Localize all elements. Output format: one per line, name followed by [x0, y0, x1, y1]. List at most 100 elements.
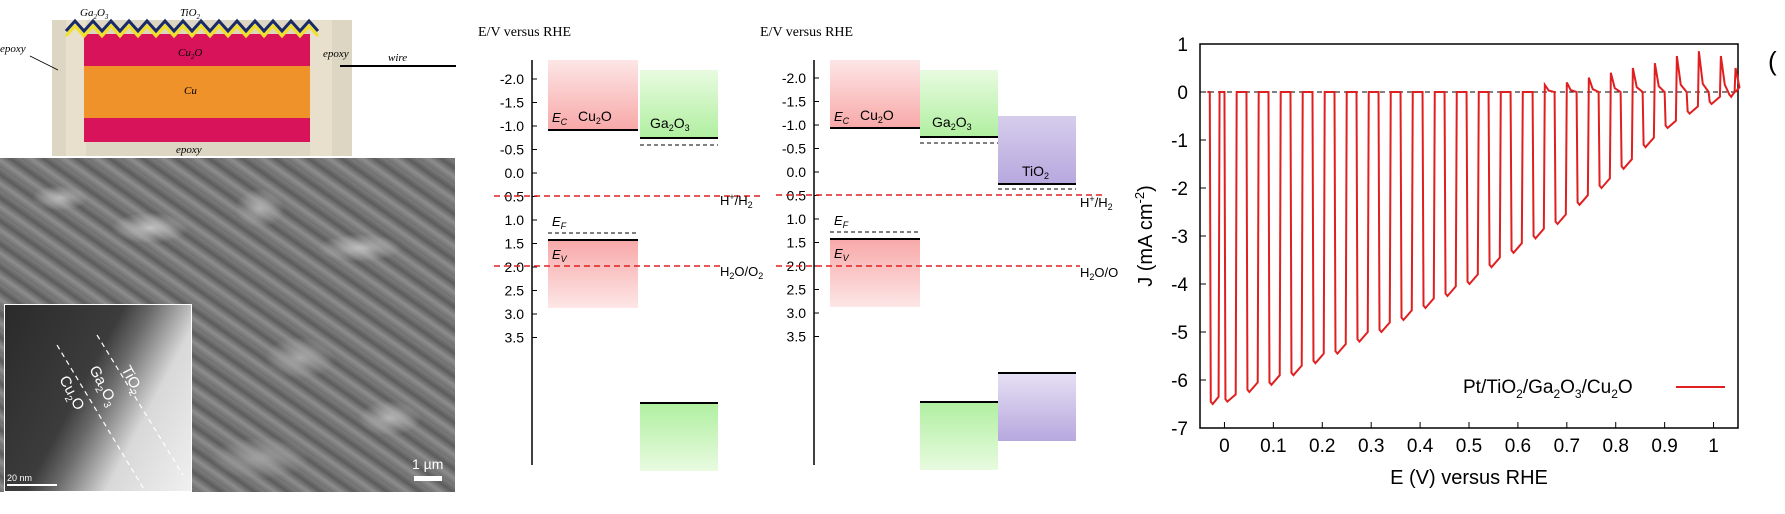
- y-tick-label: -2: [1171, 179, 1188, 200]
- y-tick-label: -3: [1171, 227, 1188, 248]
- tio2-label: TiO2: [1022, 163, 1049, 181]
- tick-label: 3.5: [787, 329, 807, 345]
- ga2o3-vb-box: [640, 403, 718, 471]
- tick-labels: -2.0-1.5-1.0-0.50.00.51.01.52.02.53.03.5: [782, 70, 819, 345]
- cu2o-label: Cu2O: [178, 47, 202, 61]
- x-tick-label: 0.9: [1651, 436, 1677, 457]
- ga2o3-cb-box: [640, 70, 718, 138]
- ev-label: EV: [834, 246, 850, 263]
- epoxy-right-label: epoxy: [323, 48, 349, 60]
- y-tick-label: -4: [1171, 275, 1188, 296]
- ef-label: EF: [834, 213, 849, 230]
- tem-scale-label: 20 nm: [7, 473, 32, 483]
- ga2o3-label: Ga2O3: [650, 115, 690, 133]
- sem-scale-label: 1 µm: [412, 456, 443, 472]
- cu2o-label: Cu2O: [860, 107, 894, 125]
- epoxy-pointer: [29, 55, 59, 71]
- tem-interface-2: [96, 334, 184, 476]
- y-tick-label: -7: [1171, 419, 1188, 440]
- tem-ga2o3-label: Ga2O3: [83, 363, 121, 411]
- cu-layer: [84, 66, 310, 118]
- axis-title: E/V versus RHE: [478, 25, 571, 40]
- tick-label: 1.0: [787, 211, 807, 227]
- tick-label: -1.0: [782, 117, 806, 133]
- tio2-zigzag: [64, 18, 320, 34]
- x-tick-label: 1: [1708, 436, 1719, 457]
- tick-label: 2.0: [505, 259, 525, 275]
- sem-scale: 1 µm: [412, 456, 443, 481]
- tick-label: -1.0: [500, 118, 524, 134]
- epoxy-left-label: epoxy: [0, 43, 26, 55]
- legend-label: Pt/TiO2/Ga2O3/Cu2O: [1463, 377, 1633, 401]
- x-tick-label: 0: [1219, 436, 1230, 457]
- tem-inset: TiO2 Ga2O3 Cu2O 20 nm: [4, 304, 192, 492]
- tem-interface-1: [56, 344, 146, 491]
- tio2-label: TiO2: [180, 7, 201, 21]
- y-tick-label: -6: [1171, 371, 1188, 392]
- x-axis-label: E (V) versus RHE: [1390, 467, 1548, 489]
- ev-label: EV: [552, 247, 568, 264]
- ga2o3-vb-box: [920, 402, 998, 470]
- y-tick-label: 0: [1177, 83, 1188, 104]
- tick-label: 3.5: [505, 330, 525, 346]
- o-redox-label: H2O/O2: [720, 264, 763, 281]
- tick-label: 0.0: [505, 165, 525, 181]
- tick-label: 2.5: [787, 282, 807, 298]
- electrode-schematic: Ga2O3 TiO2 Cu2O Cu epoxy epoxy epoxy wir…: [0, 7, 456, 156]
- h-redox-label: H+/H2: [720, 192, 753, 210]
- cu2o-bottom-layer: [84, 118, 310, 142]
- epoxy-right-edge: [310, 20, 332, 156]
- tick-label: 2.5: [505, 283, 525, 299]
- tem-annotations: TiO2 Ga2O3 Cu2O 20 nm: [7, 334, 184, 491]
- cu2o-top-layer: [84, 34, 310, 66]
- panel-letter-partial: (: [1768, 46, 1777, 76]
- y-tick-labels: 10-1-2-3-4-5-6-7: [1171, 35, 1206, 440]
- tem-tio2-label: TiO2: [115, 363, 147, 399]
- tick-label: -0.5: [782, 141, 806, 157]
- ef-label: EF: [552, 214, 567, 231]
- epoxy-bottom-label: epoxy: [176, 144, 202, 156]
- tick-label: 3.0: [505, 306, 525, 322]
- x-tick-label: 0.4: [1407, 436, 1434, 457]
- cu2o-cb-box: [830, 60, 920, 128]
- band-diagram-2: E/V versus RHE -2.0-1.5-1.0-0.50.00.51.0…: [760, 25, 1118, 470]
- tick-label: 1.5: [787, 235, 807, 251]
- y-tick-label: -5: [1171, 323, 1188, 344]
- x-tick-label: 0.6: [1505, 436, 1531, 457]
- y-axis-label: J (mA cm-2): [1132, 185, 1157, 287]
- x-tick-label: 0.1: [1260, 436, 1286, 457]
- series-line-pt-tio2-ga2o3-cu2o: [1207, 51, 1741, 406]
- tick-label: 1.5: [505, 236, 525, 252]
- ga2o3-label: Ga2O3: [932, 114, 972, 132]
- tick-label: -1.5: [500, 95, 524, 111]
- tick-labels: -2.0-1.5-1.0-0.50.00.51.01.52.02.53.03.5: [500, 71, 537, 346]
- tick-label: -2.0: [500, 71, 524, 87]
- x-tick-label: 0.2: [1309, 436, 1335, 457]
- tick-label: -0.5: [500, 142, 524, 158]
- wire-label: wire: [388, 52, 407, 64]
- x-tick-label: 0.3: [1358, 436, 1384, 457]
- ga2o3-label: Ga2O3: [80, 7, 109, 21]
- h-redox-label: H+/H2: [1080, 194, 1113, 212]
- sem-scale-bar: [414, 476, 442, 481]
- band-diagram-1: E/V versus RHE -2.0-1.5-1.0-0.50.00.51.0…: [478, 25, 763, 471]
- ga2o3-cb-box: [920, 70, 998, 137]
- cu-label: Cu: [184, 85, 197, 97]
- tick-label: 3.0: [787, 305, 807, 321]
- x-tick-label: 0.7: [1554, 436, 1580, 457]
- ec-label: EC: [552, 110, 568, 127]
- cu2o-label: Cu2O: [578, 108, 612, 126]
- epoxy-left-edge: [66, 20, 86, 156]
- cu2o-cb-box: [548, 60, 638, 130]
- ec-label: EC: [834, 109, 850, 126]
- tio2-cb-box: [998, 116, 1076, 184]
- x-tick-label: 0.8: [1603, 436, 1629, 457]
- tick-label: 1.0: [505, 212, 525, 228]
- axis-title: E/V versus RHE: [760, 25, 853, 40]
- cu2o-vb-box: [830, 239, 920, 307]
- y-tick-label: 1: [1177, 35, 1188, 56]
- legend: Pt/TiO2/Ga2O3/Cu2O: [1463, 377, 1725, 401]
- cu2o-vb-box: [548, 240, 638, 308]
